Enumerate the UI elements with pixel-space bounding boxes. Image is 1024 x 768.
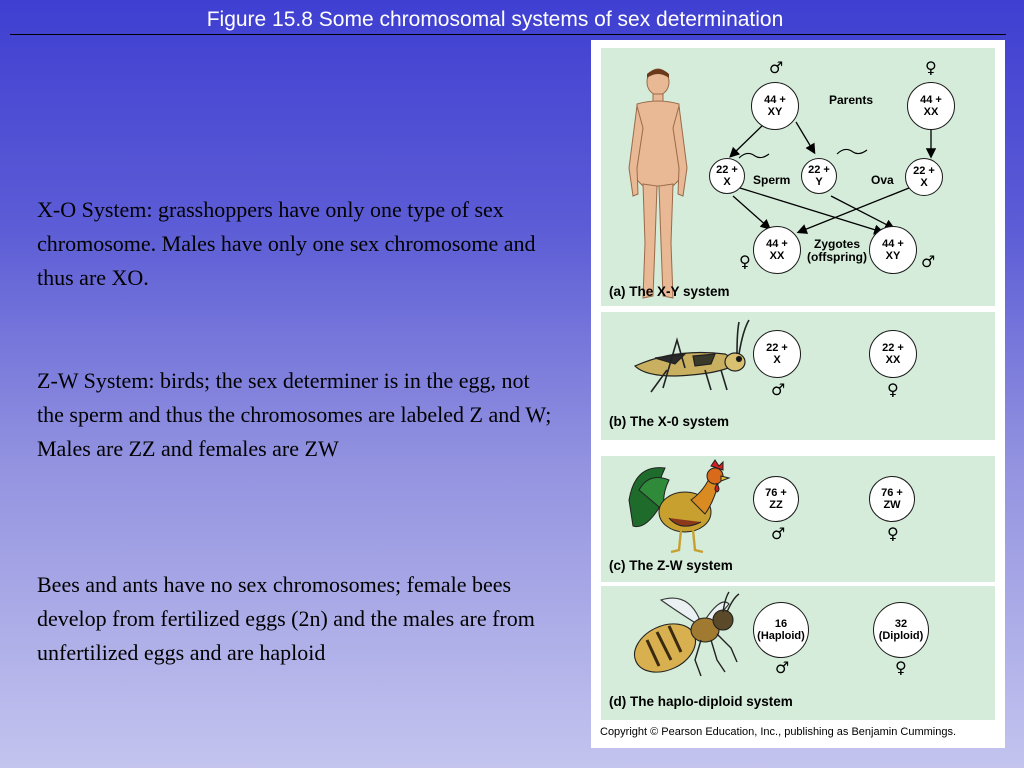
zw-female-chromosomes: 76 + ZW xyxy=(869,476,915,522)
zw-system-paragraph: Z-W System: birds; the sex determiner is… xyxy=(37,368,552,461)
rooster-illustration xyxy=(628,459,731,554)
panel-c-title: The Z-W system xyxy=(629,558,733,573)
zw-female-symbol: ♀ xyxy=(887,524,899,543)
panel-d-title: The haplo-diploid system xyxy=(630,694,793,709)
haplo-female-symbol: ♀ xyxy=(895,658,907,677)
copyright-notice: Copyright © Pearson Education, Inc., pub… xyxy=(600,726,957,738)
haplo-male-symbol: ♂ xyxy=(775,658,790,677)
ova-label: Ova xyxy=(871,173,894,187)
panel-b-letter: (b) xyxy=(609,414,627,429)
panel-haplo-diploid-system: 16 (Haploid) 32 (Diploid) ♂ ♀ (d) The ha… xyxy=(601,586,995,720)
sex-determination-figure: 44 + XY 44 + XX ♂ ♀ Parents 22 + X 22 + … xyxy=(591,40,1005,748)
panel-c-letter: (c) xyxy=(609,558,626,573)
panel-d-caption: (d) The haplo-diploid system xyxy=(609,694,793,709)
panel-b-title: The X-0 system xyxy=(630,414,730,429)
xo-system-paragraph: X-O System: grasshoppers have only one t… xyxy=(37,197,536,290)
zygote-female-symbol: ♀ xyxy=(739,252,751,271)
sperm-label: Sperm xyxy=(753,173,791,187)
panel-xy-system: 44 + XY 44 + XX ♂ ♀ Parents 22 + X 22 + … xyxy=(601,48,995,306)
parent-female-chromosomes: 44 + XX xyxy=(907,82,955,130)
zw-male-symbol: ♂ xyxy=(771,524,786,543)
panel-d-letter: (d) xyxy=(609,694,627,709)
zygote-female-chromosomes: 44 + XX xyxy=(753,226,801,274)
diploid-female-chromosomes: 32 (Diploid) xyxy=(873,602,929,658)
panel-a-letter: (a) xyxy=(609,284,626,299)
panel-xo-system: 22 + X 22 + XX ♂ ♀ (b) The X-0 system xyxy=(601,312,995,440)
bee-illustration xyxy=(633,591,740,677)
female-symbol: ♀ xyxy=(925,58,937,77)
human-illustration xyxy=(628,68,688,299)
panel-b-caption: (b) The X-0 system xyxy=(609,414,729,429)
bees-paragraph: Bees and ants have no sex chromosomes; f… xyxy=(37,572,535,665)
panel-a-title: The X-Y system xyxy=(629,284,730,299)
zygote-male-chromosomes: 44 + XY xyxy=(869,226,917,274)
haploid-male-chromosomes: 16 (Haploid) xyxy=(753,602,809,658)
xo-female-chromosomes: 22 + XX xyxy=(869,330,917,378)
slide-title: Figure 15.8 Some chromosomal systems of … xyxy=(206,8,784,31)
title-divider xyxy=(10,34,1006,35)
xo-female-symbol: ♀ xyxy=(887,380,899,399)
parents-label: Parents xyxy=(829,93,874,107)
inheritance-arrows xyxy=(729,121,937,235)
parent-male-chromosomes: 44 + XY xyxy=(751,82,799,130)
grasshopper-illustration xyxy=(633,319,750,393)
panel-c-caption: (c) The Z-W system xyxy=(609,558,733,573)
sperm-y-chromosomes: 22 + Y xyxy=(801,158,837,194)
male-symbol: ♂ xyxy=(769,58,784,77)
panel-a-caption: (a) The X-Y system xyxy=(609,284,730,299)
panel-zw-system: 76 + ZZ 76 + ZW ♂ ♀ (c) The Z-W system xyxy=(601,456,995,582)
ovum-x-chromosomes: 22 + X xyxy=(905,158,943,196)
xo-male-symbol: ♂ xyxy=(771,380,786,399)
zygotes-label: Zygotes (offspring) xyxy=(807,237,867,264)
zw-male-chromosomes: 76 + ZZ xyxy=(753,476,799,522)
zygote-male-symbol: ♂ xyxy=(921,252,936,271)
sperm-x-chromosomes: 22 + X xyxy=(709,158,745,194)
xo-male-chromosomes: 22 + X xyxy=(753,330,801,378)
